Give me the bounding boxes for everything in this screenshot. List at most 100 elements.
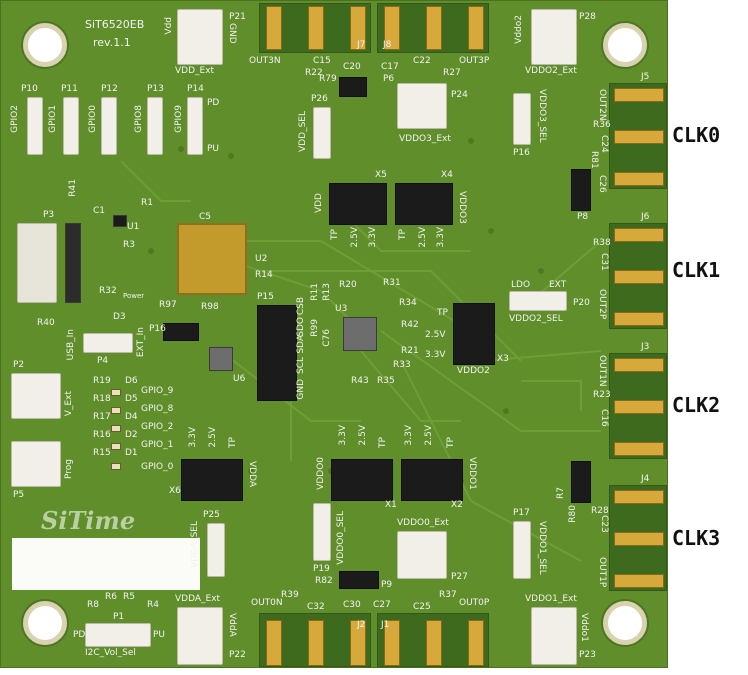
usb-connector-p3[interactable] [17, 223, 57, 303]
label-u3: U3 [335, 304, 348, 314]
label-c16: C16 [599, 409, 609, 427]
connector-p26[interactable] [313, 107, 331, 159]
header-x6[interactable] [181, 459, 243, 501]
label-r18: R18 [93, 394, 111, 404]
label-c31: C31 [599, 253, 609, 271]
connector-p27[interactable] [397, 531, 447, 579]
connector-p28[interactable] [531, 9, 577, 65]
label-25v-x6: 2.5V [208, 427, 218, 448]
label-ldo-p20: LDO [511, 280, 531, 290]
label-x2: X2 [451, 500, 463, 510]
label-p28: P28 [579, 12, 596, 22]
label-r36: R36 [593, 120, 611, 130]
mounting-hole-tl [23, 23, 67, 67]
label-r43: R43 [351, 376, 369, 386]
label-25v-x3: 2.5V [425, 330, 446, 340]
connector-p23[interactable] [531, 607, 577, 665]
connector-p5[interactable] [11, 441, 61, 487]
label-vddo1-p23: Vddo1 [579, 613, 589, 642]
connector-p10[interactable] [27, 97, 43, 155]
label-sdo: SDO [296, 317, 306, 337]
clk1-label: CLK1 [672, 258, 721, 282]
label-r17: R17 [93, 412, 111, 422]
label-v-ext: V_Ext [64, 391, 74, 417]
label-c24: C24 [599, 135, 609, 153]
sma-j4[interactable] [609, 485, 667, 591]
header-p15[interactable] [257, 305, 297, 401]
jumper-p16[interactable] [163, 323, 199, 341]
label-33v-x1: 3.3V [338, 425, 348, 446]
label-p14: P14 [187, 84, 204, 94]
label-c15: C15 [313, 56, 331, 66]
label-p24: P24 [451, 90, 468, 100]
connector-p4[interactable] [83, 333, 133, 353]
sma-j7[interactable] [259, 3, 371, 53]
label-r41: R41 [68, 179, 78, 197]
label-d6: D6 [125, 376, 138, 386]
header-x4[interactable] [395, 183, 453, 225]
label-vddo2: Vddo2 [514, 15, 524, 44]
sma-j5[interactable] [609, 83, 667, 189]
label-p1: P1 [113, 612, 125, 622]
label-tp-x1: TP [378, 437, 388, 448]
label-c22: C22 [413, 56, 431, 66]
label-r3: R3 [123, 240, 135, 250]
jumper-p8[interactable] [571, 169, 591, 211]
sma-j2[interactable] [259, 613, 371, 667]
connector-p19[interactable] [313, 503, 331, 561]
label-x1: X1 [385, 500, 397, 510]
sma-j1[interactable] [377, 613, 489, 667]
header-x1[interactable] [331, 459, 393, 501]
connector-p21[interactable] [177, 9, 223, 65]
connector-p1[interactable] [85, 623, 151, 647]
label-pd: PD [207, 98, 220, 108]
label-out0p: OUT0P [459, 598, 490, 608]
label-p13: P13 [147, 84, 164, 94]
label-sda: SDA [296, 335, 306, 354]
connector-p17[interactable] [513, 521, 531, 579]
label-r28: R28 [591, 506, 609, 516]
header-x5[interactable] [329, 183, 387, 225]
label-i2c-vol-sel: I2C_Vol_Sel [85, 648, 136, 658]
label-j1: J1 [381, 620, 390, 630]
jumper-p7[interactable] [571, 461, 591, 503]
connector-p25[interactable] [207, 523, 225, 577]
label-gnd-p15: GND [296, 379, 306, 400]
connector-p2[interactable] [11, 373, 61, 419]
sma-j8[interactable] [377, 3, 489, 53]
jumper-p9[interactable] [339, 571, 379, 589]
connector-p16[interactable] [513, 93, 531, 145]
label-c1: C1 [93, 206, 106, 216]
led-gpio2-label: GPIO_2 [141, 422, 174, 432]
sma-j6[interactable] [609, 223, 667, 329]
label-r19: R19 [93, 376, 111, 386]
label-p4: P4 [97, 356, 109, 366]
label-r4: R4 [147, 600, 159, 610]
label-vddo0-sel: VDDO0_SEL [336, 511, 346, 565]
label-gpio9: GPIO9 [174, 105, 184, 133]
connector-p22[interactable] [177, 607, 223, 665]
label-out0n: OUT0N [251, 598, 283, 608]
sma-j3[interactable] [609, 353, 667, 459]
board-revision: rev.1.1 [93, 36, 131, 49]
label-vddo2-x3: VDDO2 [457, 366, 490, 376]
connector-p13[interactable] [147, 97, 163, 155]
label-out2p: OUT2P [597, 289, 607, 320]
header-x3[interactable] [453, 303, 495, 365]
label-p16-jumper: P16 [149, 324, 166, 334]
chip-u6 [209, 347, 233, 371]
connector-p14[interactable] [187, 97, 203, 155]
label-vdd: Vdd [164, 17, 174, 35]
label-vddo1-x2: VDDO1 [467, 457, 477, 490]
connector-p24[interactable] [397, 83, 447, 129]
connector-p12[interactable] [101, 97, 117, 155]
jumper-p6[interactable] [339, 77, 367, 97]
connector-p20[interactable] [509, 291, 567, 311]
connector-p11[interactable] [63, 97, 79, 155]
header-x2[interactable] [401, 459, 463, 501]
label-u2: U2 [255, 254, 268, 264]
label-pd-p1: PD [73, 630, 86, 640]
label-p8: P8 [577, 212, 589, 222]
clk2-label: CLK2 [672, 393, 721, 417]
led-gpio1-label: GPIO_1 [141, 440, 174, 450]
